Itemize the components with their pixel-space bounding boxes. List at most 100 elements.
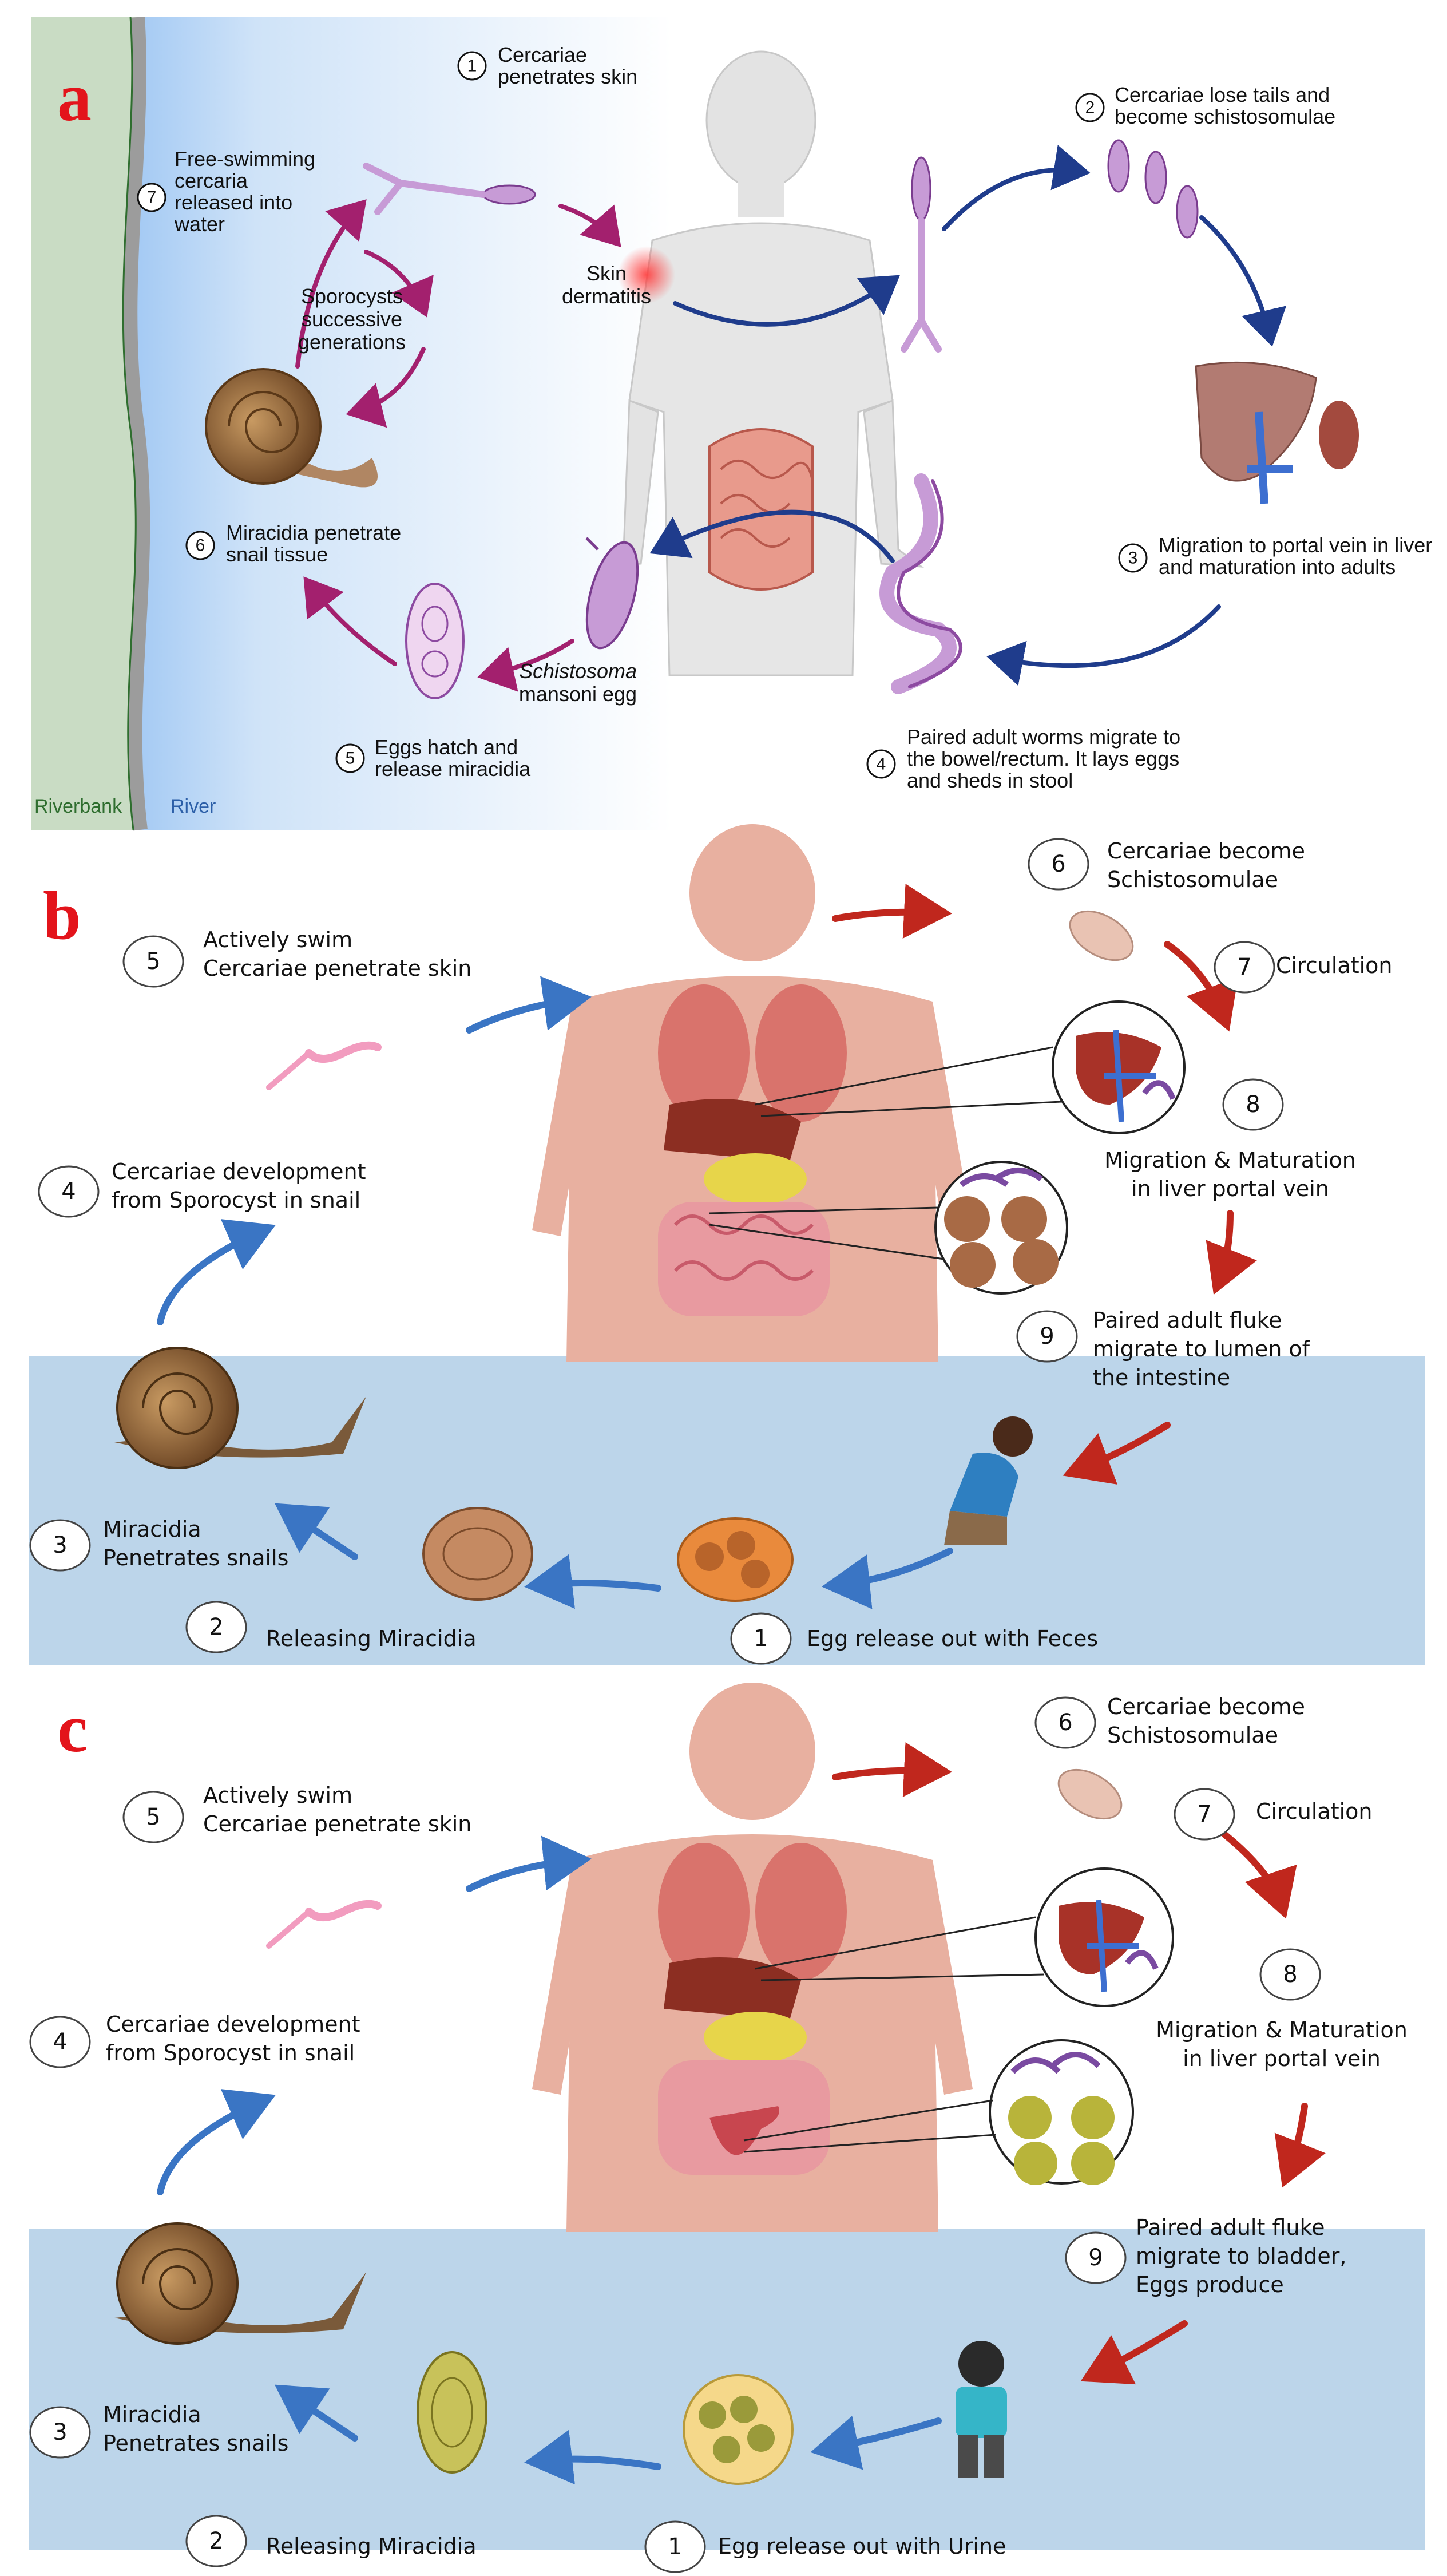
step-number: 7: [1197, 1801, 1211, 1827]
schistosomulum-b: [1069, 910, 1134, 961]
panel-a: Riverbank River a: [31, 17, 1432, 831]
miracidium-b: [422, 1507, 533, 1601]
step-7-c: 7 Circulation: [1174, 1788, 1373, 1841]
step-number: 2: [209, 1614, 223, 1640]
step-number: 6: [1051, 851, 1065, 877]
person-squatting-b: [944, 1416, 1033, 1545]
step-number-circle: [1028, 838, 1089, 891]
step-number: 2: [209, 2528, 223, 2554]
step-number: 2: [1085, 98, 1095, 117]
step-number: 3: [53, 1532, 67, 1558]
step-number: 9: [1088, 2245, 1103, 2271]
step-number-circle: [335, 743, 365, 773]
egg-urine-c: [683, 2374, 794, 2485]
arrows-panel-a: [295, 145, 1287, 692]
step-number-circle: [1222, 1078, 1284, 1131]
human-body-b: [532, 824, 973, 1362]
step-number-circle: [1034, 1696, 1096, 1749]
step-number-circle: [185, 531, 215, 560]
step-1-b: 1 Egg release out with Feces: [730, 1612, 1098, 1665]
riverbank-edge-line: [122, 17, 137, 830]
bladder-zoom-c: [743, 2039, 1134, 2185]
intestine-zoom-b: [709, 1161, 1068, 1295]
step-number-circle: [1075, 93, 1105, 122]
cercaria-c: [266, 1900, 382, 1949]
step-label: Egg release out with Urine: [718, 2534, 1006, 2559]
step-number-circle: [38, 1165, 100, 1218]
panel-letter-c: c: [57, 1690, 88, 1766]
panel-c: c: [29, 1683, 1425, 2573]
cercaria-b: [266, 1041, 382, 1090]
riverbank-edge: [122, 17, 150, 831]
schistosomulae-icon: [1107, 139, 1199, 239]
step-number: 6: [1058, 1710, 1072, 1736]
step-label: Releasing Miracidia: [266, 2534, 477, 2559]
step-number-circle: [644, 2520, 706, 2573]
step-number-circle: [29, 1519, 91, 1572]
step-number-circle: [122, 935, 184, 988]
miracidium-icon: [405, 583, 465, 699]
panel-letter-b: b: [43, 877, 81, 953]
step-number: 8: [1246, 1091, 1260, 1118]
step-number: 3: [53, 2419, 67, 2446]
snail-icon: [205, 368, 378, 488]
schistosomulum-c: [1057, 1768, 1123, 1820]
step-number-circle: [730, 1612, 792, 1665]
panel-b: b: [29, 824, 1425, 1665]
arrows-panel-b: [157, 884, 1257, 1609]
step-number: 4: [61, 1178, 76, 1205]
riverbank-label: Riverbank: [34, 796, 122, 817]
step-number: 3: [1128, 549, 1138, 568]
step-number-circle: [137, 183, 166, 212]
step-number: 4: [877, 755, 886, 774]
step-2-c: 2 Releasing Miracidia: [185, 2515, 477, 2567]
liver-zoom-b: [755, 1000, 1186, 1134]
step-number: 5: [146, 948, 160, 975]
free-cercaria-icon: [363, 163, 536, 215]
step-label: Circulation: [1256, 1799, 1373, 1824]
arrows-panel-c: [157, 1742, 1326, 2485]
step-number-circle: [1214, 941, 1275, 994]
panel-letter-a: a: [57, 59, 92, 135]
step-label: Circulation: [1276, 953, 1393, 978]
miracidium-c: [417, 2351, 487, 2474]
human-body-c: [532, 1683, 973, 2232]
step-number: 1: [754, 1625, 768, 1652]
snail-c: [114, 2222, 366, 2345]
step-label: Egg release out with Feces: [807, 1626, 1098, 1651]
